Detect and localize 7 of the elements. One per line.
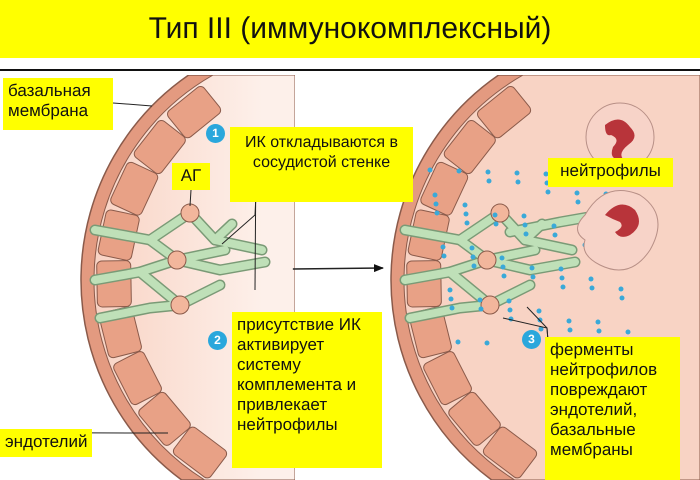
callout-label: эндотелий [0, 429, 92, 457]
arrow [526, 306, 548, 338]
callout-label: присутствие ИК активирует систему комплемента и привлекает нейтрофилы [232, 312, 382, 468]
callout-label: базальная мембрана [3, 78, 113, 130]
callout-label: ИК откладываются в сосудистой стенке [230, 127, 413, 202]
arrow [292, 264, 384, 272]
title: Тип III (иммунокомплексный) [0, 0, 700, 58]
